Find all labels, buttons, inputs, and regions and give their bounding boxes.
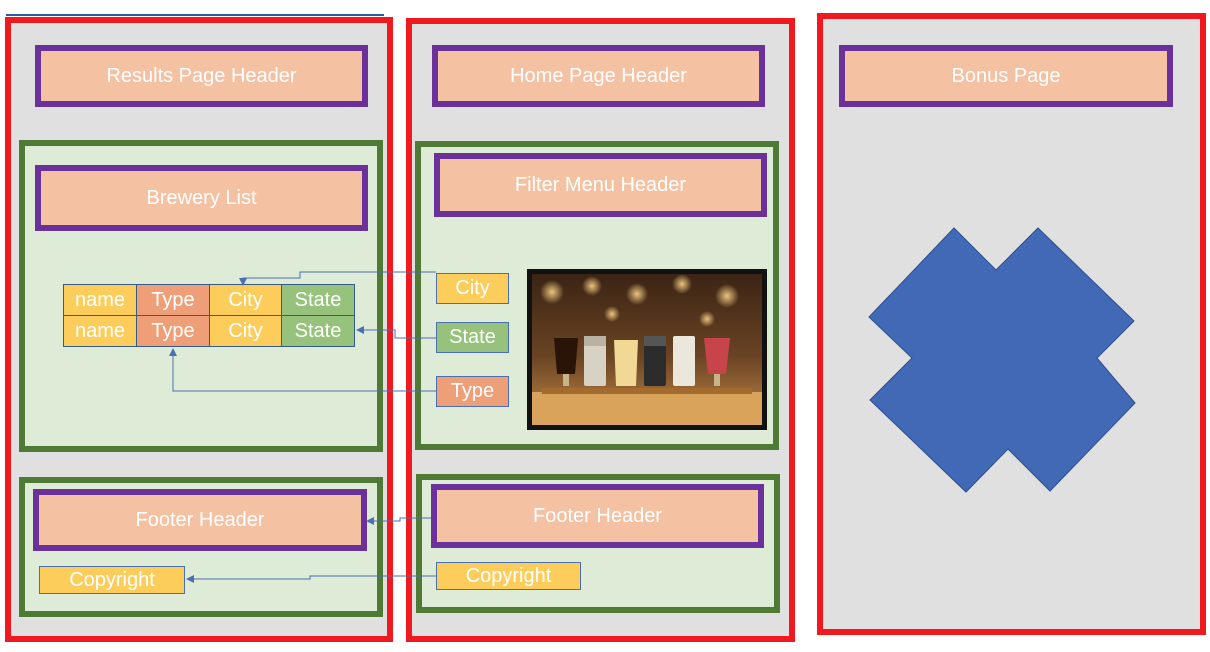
results-footer-header: Footer Header xyxy=(33,489,367,551)
filter-city-button[interactable]: City xyxy=(436,273,509,304)
table-cell-city: City xyxy=(209,315,282,347)
table-cell-city: City xyxy=(209,284,282,316)
brewery-list-header: Brewery List xyxy=(35,165,368,231)
connector-copyright xyxy=(186,575,436,583)
brewery-photo-illustration xyxy=(532,274,762,425)
results-page-header: Results Page Header xyxy=(35,45,368,107)
results-copyright-label: Copyright xyxy=(39,566,185,594)
home-page-header: Home Page Header xyxy=(432,45,765,107)
filter-type-button[interactable]: Type xyxy=(436,376,509,407)
table-cell-type: Type xyxy=(136,315,210,347)
table-cell-state: State xyxy=(281,315,355,347)
connector-state xyxy=(356,326,436,339)
top-edge-line xyxy=(6,14,384,16)
brewery-photo xyxy=(527,269,767,430)
brewery-table: name Type City State name Type City Stat… xyxy=(63,284,355,347)
connector-type xyxy=(169,348,436,392)
connector-city xyxy=(239,271,436,286)
home-copyright-label: Copyright xyxy=(436,562,581,590)
connector-footer xyxy=(366,517,431,525)
table-cell-name: name xyxy=(63,315,137,347)
filter-menu-header: Filter Menu Header xyxy=(434,153,767,217)
table-cell-state: State xyxy=(281,284,355,316)
home-footer-header: Footer Header xyxy=(431,484,764,548)
bonus-page-header: Bonus Page xyxy=(839,45,1173,107)
filter-state-button[interactable]: State xyxy=(436,322,509,353)
cross-shape-icon xyxy=(868,227,1136,493)
